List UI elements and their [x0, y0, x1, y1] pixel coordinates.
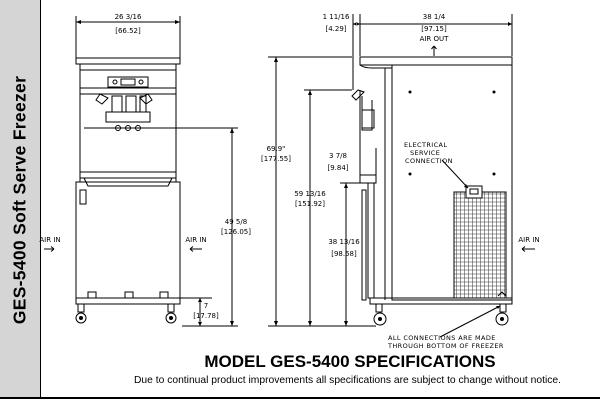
- front-caster-mm: [17.78]: [193, 312, 219, 320]
- electrical-leader: [441, 159, 469, 189]
- front-air-in-left: AIR IN: [39, 236, 60, 244]
- side-spout-offset-mm: [9.84]: [327, 164, 348, 172]
- side-cabinet: [391, 64, 513, 301]
- specifications-title: MODEL GES-5400 SPECIFICATIONS: [204, 352, 496, 371]
- front-air-in-right: AIR IN: [185, 236, 206, 244]
- side-drip-height-mm: [98.58]: [331, 250, 357, 258]
- side-total-height-mm: [177.55]: [261, 155, 291, 163]
- connections-note-2: THROUGH BOTTOM OF FREEZER: [387, 342, 504, 350]
- bottom-rule: [0, 397, 600, 399]
- electrical-label-2: SERVICE: [410, 149, 440, 157]
- electrical-label-3: CONNECTION: [405, 157, 453, 165]
- front-width-in: 26 3/16: [115, 13, 142, 21]
- front-height-in: 49 5/8: [225, 218, 247, 226]
- side-draw-height-in: 59 13/16: [294, 190, 326, 198]
- side-spout-offset-in: 3 7/8: [329, 152, 347, 160]
- side-draw-height-dimension: 59 13/16 [151.92]: [294, 89, 352, 326]
- side-view: 1 11/16 [4.29] 38 1/4 [97.15] AIR OUT: [261, 13, 540, 350]
- side-drip-height-dimension: 38 13/16 [98.58]: [328, 182, 366, 326]
- connections-leader: [439, 305, 501, 338]
- side-depth-mm: [97.15]: [421, 25, 447, 33]
- front-width-dimension: 26 3/16 [66.52]: [75, 13, 181, 58]
- connections-note-1: ALL CONNECTIONS ARE MADE: [388, 334, 496, 342]
- side-top-dimensions: 1 11/16 [4.29] 38 1/4 [97.15]: [323, 13, 513, 90]
- air-in-left-arrow-icon: [44, 246, 55, 252]
- side-drip-height-in: 38 13/16: [328, 238, 360, 246]
- specification-drawing: 26 3/16 [66.52]: [39, 13, 540, 350]
- side-air-in-arrow-icon: [521, 246, 535, 252]
- front-view: 26 3/16 [66.52]: [39, 13, 251, 327]
- air-in-right-arrow-icon: [189, 246, 202, 252]
- drip-tray: [79, 171, 177, 179]
- side-depth-in: 38 1/4: [423, 13, 446, 21]
- side-total-height-dimension: 69.9" [177.55]: [261, 56, 376, 327]
- front-width-mm: [66.52]: [115, 27, 141, 35]
- side-spout-offset-dimension: 3 7/8 [9.84]: [327, 148, 377, 176]
- front-height-mm: [126.05]: [221, 228, 251, 236]
- front-height-dimension: 49 5/8 [126.05]: [150, 127, 251, 327]
- side-draw-height-mm: [151.92]: [295, 200, 325, 208]
- handle-left: [95, 93, 109, 105]
- side-offset-in: 1 11/16: [323, 13, 350, 21]
- front-caster-in: 7: [204, 302, 208, 310]
- specifications-disclaimer: Due to continual product improvements al…: [134, 375, 561, 386]
- electrical-label-1: ELECTRICAL: [404, 141, 447, 149]
- freezing-door: [105, 111, 151, 123]
- side-offset-mm: [4.29]: [325, 25, 346, 33]
- front-casters: [75, 303, 177, 324]
- condenser-grille: [453, 191, 507, 299]
- side-top-lid: [359, 56, 513, 66]
- control-panel: [107, 76, 149, 88]
- side-air-out: AIR OUT: [420, 35, 450, 43]
- front-cabinet: [75, 181, 181, 299]
- sidebar-panel: GES-5400 Soft Serve Freezer: [0, 0, 41, 398]
- side-casters: [373, 291, 509, 326]
- front-caster-dimension: 7 [17.78]: [180, 297, 219, 326]
- side-air-in: AIR IN: [518, 236, 539, 244]
- air-out-arrow-icon: [431, 45, 437, 56]
- side-total-height-in: 69.9": [267, 145, 286, 153]
- side-handle: [351, 89, 365, 101]
